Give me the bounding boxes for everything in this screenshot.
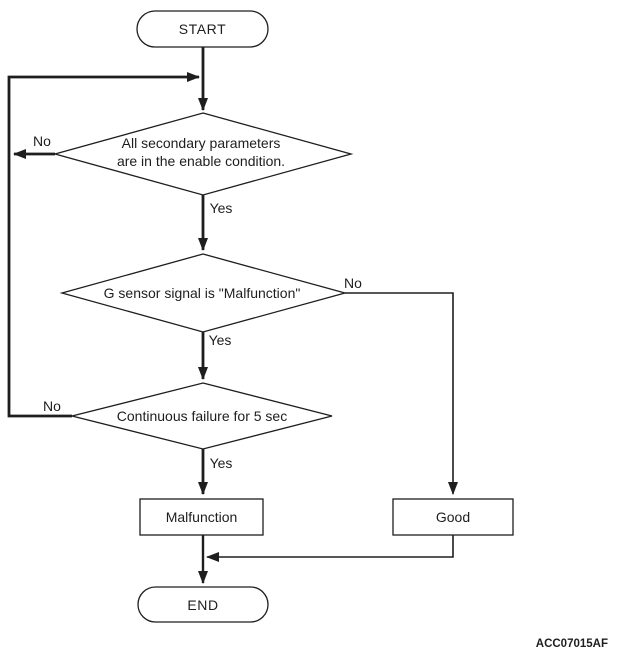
branch-label-decision2-no: No [344, 275, 362, 291]
start-node [136, 10, 269, 48]
end-label: END [187, 597, 218, 613]
branch-label-decision2-yes: Yes [209, 332, 232, 348]
nodes [52, 10, 514, 623]
decision-enable-condition [52, 112, 354, 196]
labels: START All secondary parameters are in th… [33, 21, 608, 650]
end-node [137, 586, 269, 623]
decision2-text: G sensor signal is "Malfunction" [104, 285, 301, 301]
decision-g-sensor-signal [59, 253, 348, 333]
decision1-text-line2: are in the enable condition. [117, 153, 285, 169]
branch-label-decision3-yes: Yes [210, 455, 233, 471]
branch-label-decision3-no: No [43, 398, 61, 414]
branch-label-decision1-no: No [33, 133, 51, 149]
start-label: START [179, 21, 227, 37]
decision-continuous-failure [71, 382, 333, 450]
connector-no-loop-return [7, 72, 200, 418]
figure-id-label: ACC07015AF [536, 638, 608, 650]
connectors [7, 47, 458, 584]
malfunction-result-box [139, 498, 264, 536]
connector-decision2-no-to-good [345, 292, 458, 495]
branch-label-decision1-yes: Yes [210, 200, 233, 216]
decision3-text: Continuous failure for 5 sec [117, 408, 287, 424]
decision1-text-line1: All secondary parameters [122, 135, 281, 151]
connector-good-to-end-join [206, 535, 454, 562]
good-label: Good [436, 509, 470, 525]
malfunction-label: Malfunction [166, 509, 238, 525]
good-result-box [392, 498, 514, 536]
